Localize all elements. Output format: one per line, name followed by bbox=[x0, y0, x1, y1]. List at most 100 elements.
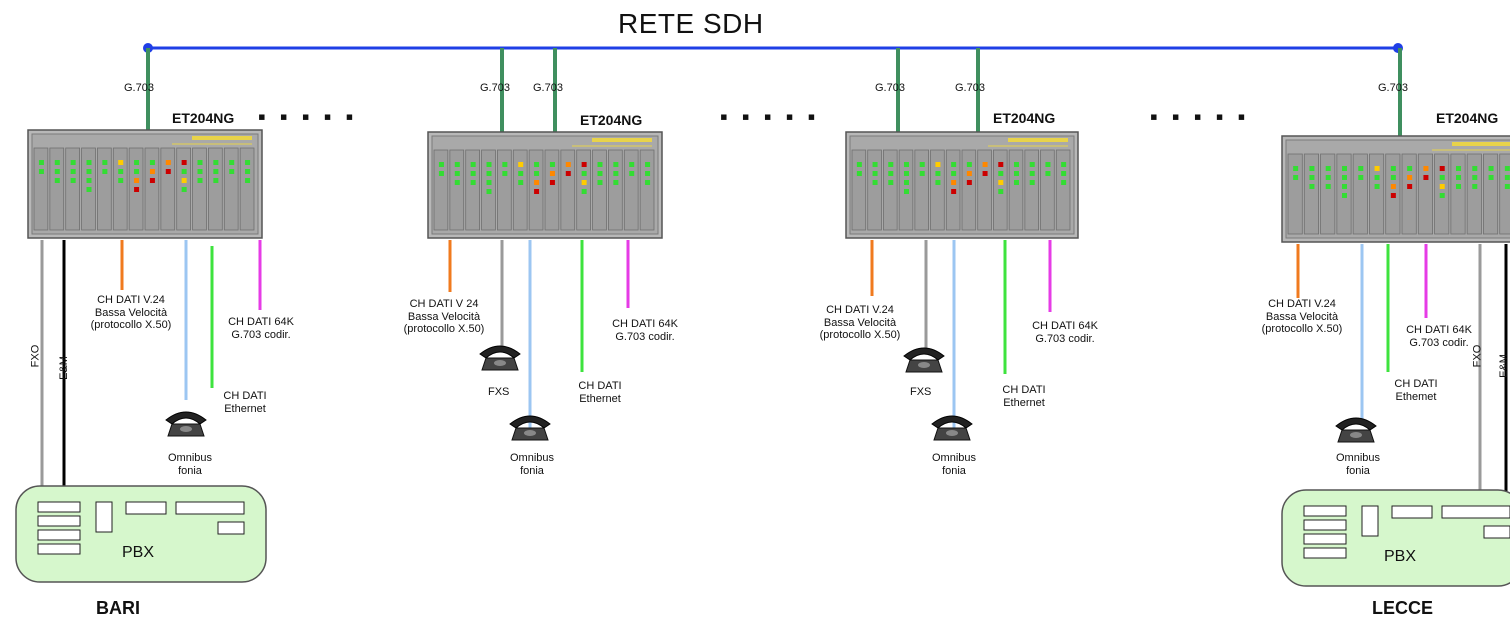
led-node2-7-0 bbox=[549, 162, 555, 167]
chassis-slot-lecce-7 bbox=[1401, 153, 1417, 235]
led-bari-0-1 bbox=[38, 169, 44, 174]
chassis-slot-node3-2 bbox=[883, 149, 898, 231]
phone-handset-node3-omnibus bbox=[931, 415, 973, 429]
led-node3-2-2 bbox=[888, 180, 894, 185]
led-bari-5-0 bbox=[118, 160, 124, 165]
chassis-slot-lecce-1 bbox=[1303, 153, 1319, 235]
led-node3-3-3 bbox=[904, 189, 909, 194]
led-node3-12-1 bbox=[1045, 171, 1051, 176]
led-lecce-9-1 bbox=[1439, 175, 1445, 180]
led-node3-10-2 bbox=[1014, 180, 1019, 185]
led-lecce-7-1 bbox=[1407, 175, 1413, 180]
pbx-slot-b-lecce bbox=[1441, 505, 1510, 519]
node-label-bari: ET204NG bbox=[172, 110, 235, 126]
led-lecce-9-3 bbox=[1439, 193, 1445, 198]
led-lecce-3-1 bbox=[1342, 175, 1347, 180]
led-bari-7-1 bbox=[149, 169, 155, 174]
led-bari-7-2 bbox=[149, 178, 155, 183]
led-node3-7-1 bbox=[966, 171, 972, 176]
led-bari-4-0 bbox=[102, 160, 108, 165]
chassis-brand-node3 bbox=[1008, 138, 1068, 142]
led-node3-4-0 bbox=[919, 162, 925, 167]
pbx-module-bari-0 bbox=[37, 501, 81, 513]
led-node2-11-1 bbox=[613, 171, 619, 176]
g703-label-4: G.703 bbox=[875, 82, 905, 94]
led-lecce-6-3 bbox=[1390, 193, 1396, 198]
led-node3-11-0 bbox=[1029, 162, 1035, 167]
chassis-slot-node3-10 bbox=[1008, 149, 1024, 231]
led-node2-7-1 bbox=[549, 171, 555, 176]
led-lecce-12-0 bbox=[1488, 166, 1494, 171]
led-node2-5-0 bbox=[518, 162, 524, 167]
led-node3-8-0 bbox=[982, 162, 988, 167]
led-lecce-10-0 bbox=[1456, 166, 1461, 171]
led-lecce-5-0 bbox=[1374, 166, 1380, 171]
led-node2-3-1 bbox=[486, 171, 492, 176]
led-bari-2-2 bbox=[70, 178, 76, 183]
phone-dial-lecce-omnibus bbox=[1350, 432, 1362, 438]
led-node2-8-1 bbox=[565, 171, 571, 176]
led-bari-10-0 bbox=[197, 160, 203, 165]
chassis-slot-node3-1 bbox=[867, 149, 882, 231]
led-bari-5-1 bbox=[118, 169, 124, 174]
chassis-brand-bari bbox=[192, 136, 252, 140]
led-lecce-1-0 bbox=[1309, 166, 1315, 171]
led-bari-3-0 bbox=[86, 160, 92, 165]
city-label-lecce: LECCE bbox=[1372, 598, 1434, 618]
led-lecce-9-0 bbox=[1439, 166, 1445, 171]
led-bari-2-0 bbox=[70, 160, 76, 165]
node3-fxs-label: FXS bbox=[910, 386, 932, 398]
led-bari-0-0 bbox=[38, 160, 44, 165]
led-node2-2-1 bbox=[470, 171, 476, 176]
led-node3-6-0 bbox=[951, 162, 957, 167]
led-node3-9-2 bbox=[998, 180, 1004, 185]
led-lecce-10-2 bbox=[1456, 184, 1461, 189]
led-lecce-12-1 bbox=[1488, 175, 1494, 180]
led-node3-2-1 bbox=[888, 171, 894, 176]
led-bari-11-1 bbox=[213, 169, 219, 174]
led-node2-10-0 bbox=[597, 162, 603, 167]
led-node3-7-0 bbox=[966, 162, 972, 167]
led-node2-7-2 bbox=[549, 180, 555, 185]
led-node2-5-1 bbox=[518, 171, 524, 176]
chassis-slot-node2-2 bbox=[465, 149, 480, 231]
ellipsis-1: ▪ ▪ ▪ ▪ ▪ bbox=[258, 104, 358, 129]
chassis-slot-lecce-8 bbox=[1417, 153, 1433, 235]
bari-fxo-label: FXO bbox=[29, 344, 42, 368]
led-bari-9-0 bbox=[181, 160, 187, 165]
chassis-slot-node2-0 bbox=[433, 149, 449, 231]
led-lecce-7-2 bbox=[1407, 184, 1413, 189]
led-node2-6-0 bbox=[534, 162, 540, 167]
chassis-brand-lecce bbox=[1452, 142, 1510, 146]
pbx-module-bari-3 bbox=[37, 543, 81, 555]
led-node3-0-1 bbox=[856, 171, 862, 176]
led-node3-13-0 bbox=[1061, 162, 1067, 167]
led-node2-9-0 bbox=[581, 162, 587, 167]
led-node3-4-1 bbox=[919, 171, 925, 176]
led-bari-9-2 bbox=[181, 178, 187, 183]
led-lecce-1-1 bbox=[1309, 175, 1315, 180]
chassis-slot-bari-10 bbox=[192, 147, 207, 231]
pbx-slot-b-bari bbox=[175, 501, 245, 515]
led-node3-10-0 bbox=[1014, 162, 1019, 167]
led-node2-6-1 bbox=[534, 171, 540, 176]
led-bari-11-2 bbox=[213, 178, 219, 183]
led-node2-0-1 bbox=[438, 171, 444, 176]
led-node2-10-1 bbox=[597, 171, 603, 176]
led-lecce-9-2 bbox=[1439, 184, 1445, 189]
phone-handset-bari-omnibus bbox=[165, 411, 207, 425]
led-node3-5-0 bbox=[935, 162, 941, 167]
chassis-slot-node2-7 bbox=[544, 149, 560, 231]
led-bari-11-0 bbox=[213, 160, 219, 165]
diagram-title: RETE SDH bbox=[618, 8, 764, 39]
led-bari-13-0 bbox=[245, 160, 251, 165]
led-node3-11-1 bbox=[1029, 171, 1035, 176]
chassis-slot-lecce-12 bbox=[1483, 153, 1499, 235]
led-bari-6-2 bbox=[134, 178, 140, 183]
led-lecce-4-1 bbox=[1358, 175, 1364, 180]
